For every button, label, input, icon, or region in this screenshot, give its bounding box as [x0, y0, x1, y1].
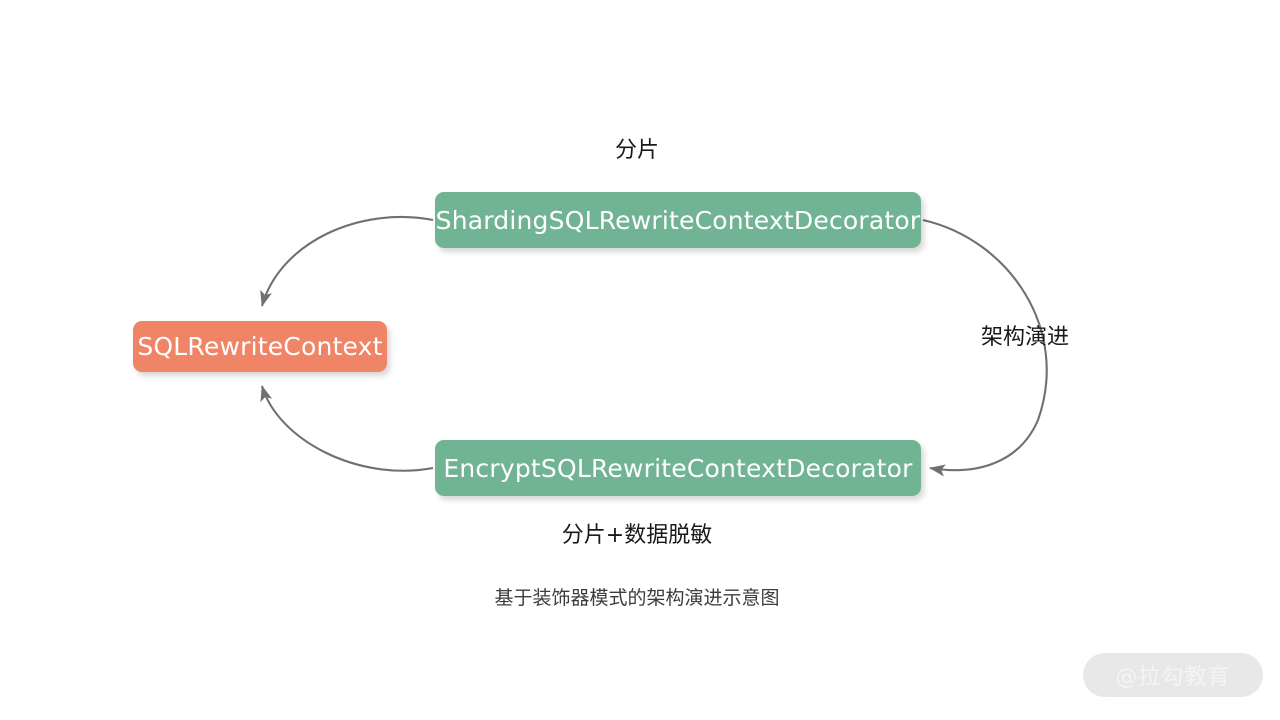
node-context-label: SQLRewriteContext	[137, 332, 383, 361]
node-encrypt-label: EncryptSQLRewriteContextDecorator	[443, 453, 913, 483]
watermark-badge: @拉勾教育	[1083, 653, 1263, 697]
edge-label-architecture-evolution: 架构演进	[981, 325, 1070, 350]
edge-label-sharding: 分片	[614, 138, 659, 163]
edge-label-sharding-plus-masking: 分片+数据脱敏	[561, 523, 713, 548]
node-sharding-sql-rewrite-context-decorator[interactable]: ShardingSQLRewriteContextDecorator	[435, 192, 921, 248]
node-encrypt-sql-rewrite-context-decorator[interactable]: EncryptSQLRewriteContextDecorator	[435, 440, 921, 496]
watermark-text: @拉勾教育	[1115, 665, 1231, 690]
diagram-caption: 基于装饰器模式的架构演进示意图	[494, 587, 780, 609]
node-sql-rewrite-context[interactable]: SQLRewriteContext	[133, 321, 387, 372]
arrow-sharding-to-context	[260, 216, 434, 307]
node-sharding-label: ShardingSQLRewriteContextDecorator	[435, 205, 921, 235]
arrow-encrypt-to-context	[260, 385, 434, 472]
